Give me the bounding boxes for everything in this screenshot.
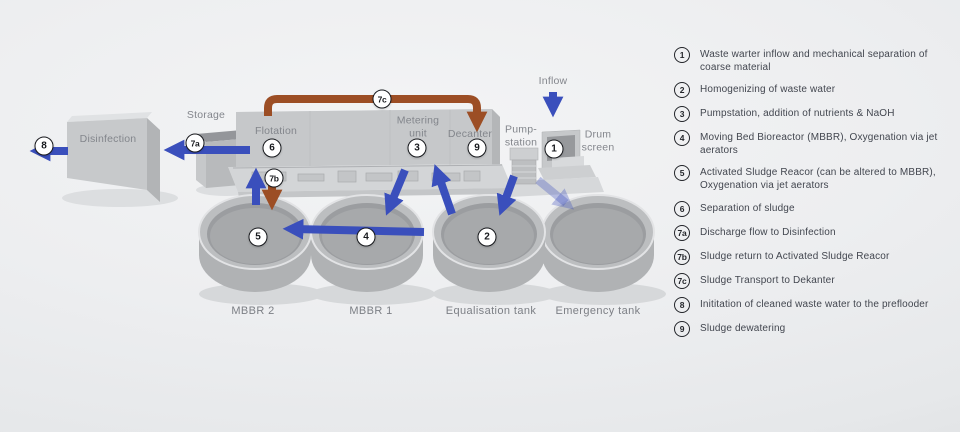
tank-emergency bbox=[541, 194, 655, 292]
legend-badge-2: 2 bbox=[674, 82, 690, 99]
legend-item-2: 2 Homogenizing of waste water bbox=[674, 82, 954, 99]
flow-arrows-blue bbox=[29, 92, 575, 240]
legend: 1 Waste warter inflow and mechanical sep… bbox=[674, 47, 954, 347]
legend-badge-7a: 7a bbox=[674, 224, 690, 241]
marker-3-badge: 3 bbox=[407, 138, 427, 158]
legend-text-5: Activated Sludge Reacor (can be altered … bbox=[700, 167, 936, 191]
legend-badge-4: 4 bbox=[674, 130, 690, 147]
legend-badge-8: 8 bbox=[674, 296, 690, 313]
legend-text-9: Sludge dewatering bbox=[700, 322, 786, 334]
legend-item-6: 6 Separation of sludge bbox=[674, 200, 954, 217]
legend-item-8: 8 Inititation of cleaned waste water to … bbox=[674, 296, 954, 313]
legend-badge-1: 1 bbox=[674, 47, 690, 63]
legend-text-8: Inititation of cleaned waste water to th… bbox=[700, 298, 929, 310]
legend-badge-5: 5 bbox=[674, 165, 690, 182]
ground-shadows bbox=[62, 184, 666, 305]
legend-text-2: Homogenizing of waste water bbox=[700, 84, 836, 96]
marker-7b-badge: 7b bbox=[264, 168, 284, 188]
label-emergency-tank: Emergency tank bbox=[555, 304, 641, 317]
legend-item-7a: 7a Discharge flow to Disinfection bbox=[674, 224, 954, 241]
legend-text-4: Moving Bed Bioreactor (MBBR), Oxygenatio… bbox=[700, 132, 938, 156]
legend-text-3: Pumpstation, addition of nutrients & NaO… bbox=[700, 108, 895, 120]
pumpstation-structure bbox=[504, 147, 604, 197]
legend-badge-7c: 7c bbox=[674, 272, 690, 289]
label-flotation: Flotation bbox=[254, 124, 298, 137]
legend-text-6: Separation of sludge bbox=[700, 202, 795, 214]
legend-item-4: 4 Moving Bed Bioreactor (MBBR), Oxygenat… bbox=[674, 130, 954, 157]
flow-arrow-pump-to-equalisation bbox=[496, 174, 518, 216]
legend-text-7b: Sludge return to Activated Sludge Reacor bbox=[700, 250, 890, 262]
legend-badge-3: 3 bbox=[674, 106, 690, 123]
marker-8-badge: 8 bbox=[34, 136, 54, 156]
legend-badge-6: 6 bbox=[674, 200, 690, 217]
label-pumpstation: Pump- station bbox=[504, 123, 538, 149]
flow-arrow-metering-to-mbbr1 bbox=[384, 168, 409, 216]
flow-arrow-to-emergency-tank-faded bbox=[535, 176, 575, 210]
disinfection-box bbox=[67, 112, 160, 202]
label-inflow: Inflow bbox=[538, 74, 568, 87]
legend-item-5: 5 Activated Sludge Reacor (can be altere… bbox=[674, 165, 954, 192]
label-mbbr1: MBBR 1 bbox=[349, 304, 393, 317]
marker-1-badge: 1 bbox=[544, 139, 564, 159]
legend-text-1: Waste warter inflow and mechanical separ… bbox=[700, 49, 928, 73]
legend-item-1: 1 Waste warter inflow and mechanical sep… bbox=[674, 47, 954, 74]
legend-item-3: 3 Pumpstation, addition of nutrients & N… bbox=[674, 106, 954, 123]
marker-7c-badge: 7c bbox=[372, 89, 392, 109]
marker-7a-badge: 7a bbox=[185, 133, 205, 153]
marker-4-badge: 4 bbox=[356, 227, 376, 247]
legend-badge-9: 9 bbox=[674, 320, 690, 337]
legend-item-7b: 7b Sludge return to Activated Sludge Rea… bbox=[674, 248, 954, 265]
label-storage: Storage bbox=[186, 108, 226, 121]
label-mbbr2: MBBR 2 bbox=[231, 304, 275, 317]
legend-text-7c: Sludge Transport to Dekanter bbox=[700, 274, 835, 286]
label-drum-screen: Drum screen bbox=[581, 128, 615, 154]
legend-text-7a: Discharge flow to Disinfection bbox=[700, 226, 836, 238]
marker-9-badge: 9 bbox=[467, 138, 487, 158]
label-equalisation-tank: Equalisation tank bbox=[445, 304, 537, 317]
label-decanter: Decanter bbox=[447, 127, 493, 140]
marker-5-badge: 5 bbox=[248, 227, 268, 247]
legend-item-9: 9 Sludge dewatering bbox=[674, 320, 954, 337]
legend-badge-7b: 7b bbox=[674, 248, 690, 265]
marker-6-badge: 6 bbox=[262, 138, 282, 158]
flow-arrow-equalisation-to-metering bbox=[431, 164, 456, 216]
marker-2-badge: 2 bbox=[477, 227, 497, 247]
label-metering-unit: Metering unit bbox=[396, 114, 440, 140]
label-disinfection: Disinfection bbox=[79, 132, 137, 145]
legend-item-7c: 7c Sludge Transport to Dekanter bbox=[674, 272, 954, 289]
